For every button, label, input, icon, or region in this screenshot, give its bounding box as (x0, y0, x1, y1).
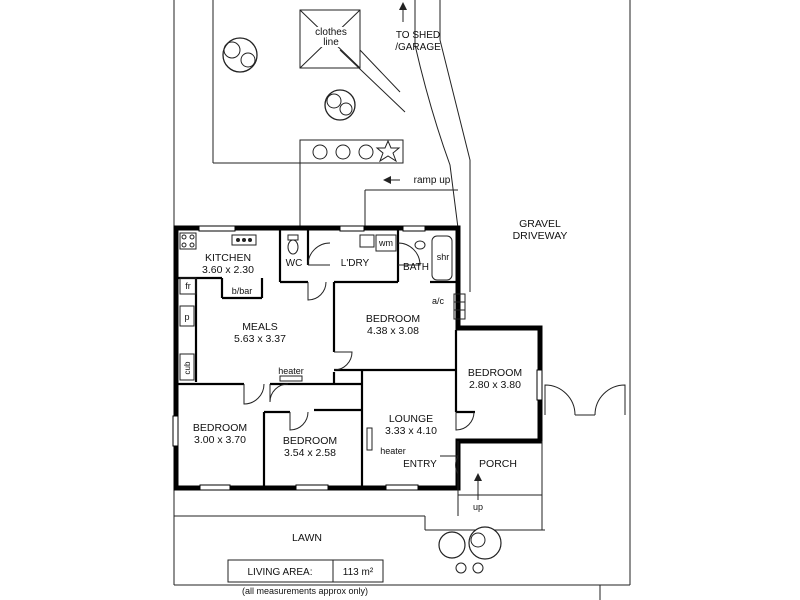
shed-direction: TO SHED /GARAGE (395, 2, 441, 53)
meals-name: MEALS (242, 321, 278, 333)
wet-area-fixtures (287, 234, 466, 320)
up-label: up (473, 502, 483, 512)
bedroom-small-dims: 3.54 x 2.58 (284, 447, 336, 459)
bedroom-left-dims: 3.00 x 3.70 (194, 434, 246, 446)
bath-label: BATH (403, 262, 429, 273)
meals-dims: 5.63 x 3.37 (234, 333, 286, 345)
exterior-walls (173, 225, 543, 491)
site-boundaries (173, 0, 631, 600)
shed-label-1: TO SHED (396, 30, 440, 41)
cupboard-label: cub (183, 361, 192, 374)
breakfast-bar-label: b/bar (232, 286, 253, 296)
bedroom-mid-dims: 4.38 x 3.08 (367, 325, 419, 337)
bedroom-right-dims: 2.80 x 3.80 (469, 379, 521, 391)
room-labels: KITCHEN 3.60 x 2.30 MEALS 5.63 x 3.37 BE… (183, 238, 522, 512)
ramp-label: ramp up (414, 175, 451, 186)
lounge-name: LOUNGE (389, 413, 433, 425)
interior-walls (178, 230, 475, 488)
garden-bed (299, 139, 404, 164)
driveway-label-1: GRAVEL (519, 218, 561, 230)
bedroom-left-name: BEDROOM (193, 422, 247, 434)
fridge-label: fr (185, 281, 191, 291)
pantry-label: p (184, 312, 189, 322)
porch-outline (457, 441, 543, 530)
meals-heater (279, 375, 303, 382)
kitchen-fixtures (179, 232, 257, 381)
tree-middle (324, 89, 356, 121)
shr-label: shr (437, 252, 450, 262)
kitchen-dims: 3.60 x 2.30 (202, 264, 254, 276)
living-area-legend: LIVING AREA: 113 m² (all measurements ap… (227, 559, 384, 596)
wc-label: WC (286, 258, 303, 269)
shed-label-2: /GARAGE (395, 42, 441, 53)
wm-label: wm (378, 238, 393, 248)
kitchen-name: KITCHEN (205, 252, 251, 264)
meals-heater-label: heater (278, 366, 304, 376)
bedroom-small-name: BEDROOM (283, 435, 337, 447)
tree-top-left (222, 37, 258, 73)
lounge-heater (366, 427, 373, 451)
doors (243, 242, 626, 475)
ac-label: a/c (432, 296, 445, 306)
lawn-label: LAWN (292, 532, 322, 544)
lounge-dims: 3.33 x 4.10 (385, 425, 437, 437)
living-area-value: 113 m² (343, 567, 374, 578)
clothes-line-label-1: clothes (315, 27, 347, 38)
tree-front (438, 526, 502, 574)
lounge-heater-label: heater (380, 446, 406, 456)
porch-label: PORCH (479, 458, 517, 470)
bedroom-mid-name: BEDROOM (366, 313, 420, 325)
living-area-label: LIVING AREA: (247, 567, 312, 578)
clothes-line-label-2: line (323, 37, 339, 48)
driveway-label-2: DRIVEWAY (513, 230, 568, 242)
measurement-note: (all measurements approx only) (242, 586, 368, 596)
ramp-area: ramp up (173, 163, 458, 228)
windows (172, 225, 543, 491)
clothes-line: clothes line (299, 9, 406, 113)
entry-label: ENTRY (403, 459, 437, 470)
bedroom-right-name: BEDROOM (468, 367, 522, 379)
laundry-label: L'DRY (341, 258, 370, 269)
